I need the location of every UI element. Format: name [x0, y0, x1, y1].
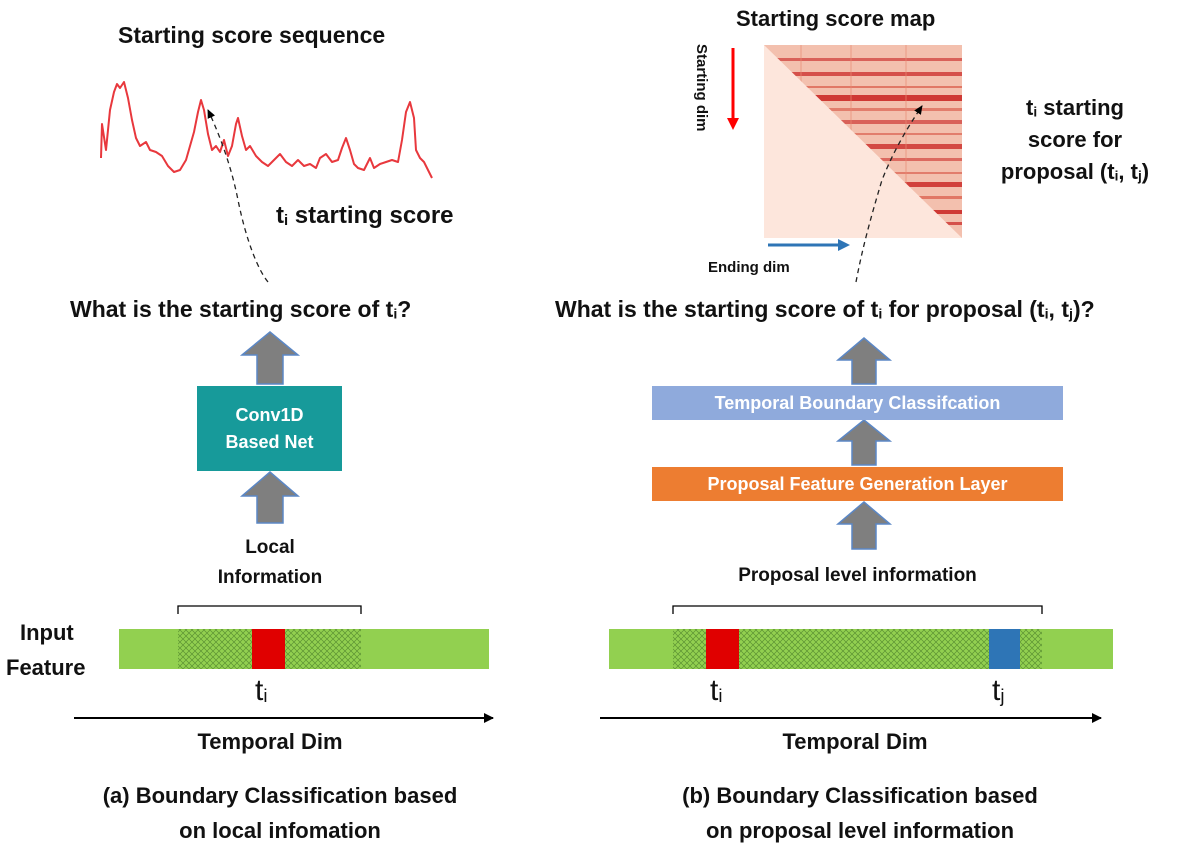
temporal-boundary-classification-box: Temporal Boundary Classifcation	[652, 386, 1063, 420]
left-plot-title: Starting score sequence	[118, 22, 386, 48]
left-axis-label: Temporal Dim	[197, 729, 343, 754]
left-up-arrow-bottom	[239, 471, 301, 524]
right-up-arrow-2	[835, 419, 893, 466]
right-proposal-bracket	[672, 605, 1043, 614]
left-up-arrow-top	[239, 331, 301, 385]
left-caption-line2: on local infomation	[179, 818, 381, 843]
right-caption-line1: (b) Boundary Classification based	[682, 783, 1038, 808]
starting-score-map	[764, 45, 962, 238]
right-desc-line2: score for	[1027, 126, 1123, 152]
right-proposal-info-label: Proposal level information	[738, 565, 977, 586]
left-tick-ti: ti	[255, 674, 268, 707]
left-local-bracket	[177, 605, 362, 614]
right-axis-label: Temporal Dim	[782, 729, 928, 754]
right-map-title: Starting score map	[736, 6, 936, 31]
left-input-feature-bar	[119, 629, 489, 669]
starting-score-curve	[100, 81, 433, 179]
conv1d-net-box: Conv1D Based Net	[197, 386, 342, 471]
right-up-arrow-1	[835, 337, 893, 385]
right-caption-line2: on proposal level information	[705, 818, 1015, 843]
left-pointer-arrow	[207, 109, 269, 283]
right-tick-ti: ti	[710, 674, 723, 707]
right-pointer-arrow	[855, 105, 923, 283]
conv1d-net-line2: Based Net	[225, 431, 314, 452]
right-input-feature-bar	[609, 629, 1113, 669]
conv1d-net-line1: Conv1D	[235, 405, 304, 426]
proposal-feature-generation-box: Proposal Feature Generation Layer	[652, 467, 1063, 501]
right-up-arrow-3	[835, 501, 893, 550]
input-feature-label-line1: Input	[20, 620, 74, 645]
map-y-axis-label: Starting dim	[693, 44, 710, 132]
left-question: What is the starting score of ti?	[70, 296, 412, 323]
map-x-axis-label: Ending dim	[708, 259, 790, 276]
left-local-info-line2: Information	[217, 567, 323, 588]
left-local-info-line1: Local	[245, 537, 295, 558]
right-desc: ti starting score for proposal (ti, tj)	[990, 92, 1160, 188]
right-desc-line3: proposal (ti, tj)	[1000, 158, 1150, 184]
input-feature-label-line2: Feature	[6, 655, 86, 680]
right-tick-tj: tj	[992, 674, 1005, 707]
left-pointer-label: ti starting score	[276, 202, 454, 229]
right-question: What is the starting score of ti for pro…	[555, 296, 1095, 323]
right-desc-line1: ti starting	[1026, 95, 1124, 120]
left-caption-line1: (a) Boundary Classification based	[102, 783, 458, 808]
